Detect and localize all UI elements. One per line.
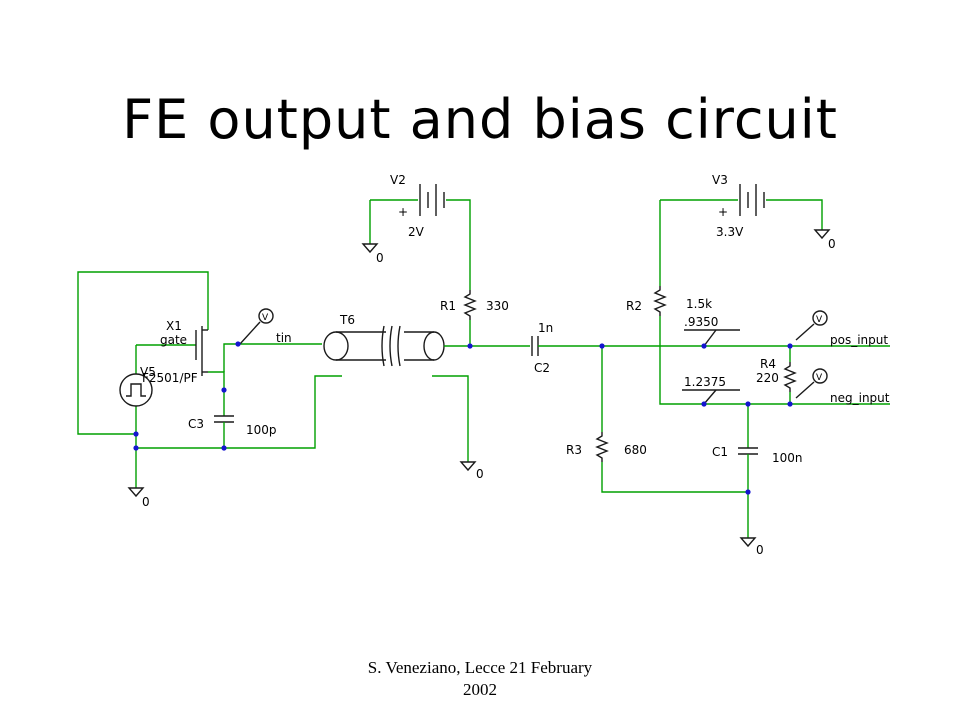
junction-node (701, 343, 707, 349)
r3-label: R3 (566, 443, 582, 457)
transistor-x1: X1 gate F2501/PF (142, 319, 208, 385)
resistor-r4: R4 220 (756, 357, 797, 392)
junction-node (701, 401, 707, 407)
ground-symbol: 0 (127, 487, 150, 509)
junction-node (133, 431, 139, 437)
x1-model-label: F2501/PF (142, 371, 198, 385)
junction-node (787, 401, 793, 407)
junction-node (235, 341, 241, 347)
ground-label: 0 (476, 467, 484, 481)
voltage-probe-icon: V (795, 310, 828, 341)
junction-node (221, 387, 227, 393)
junction-node (599, 343, 605, 349)
v5-label: V5 (140, 365, 156, 379)
r1-value: 330 (486, 299, 509, 313)
ground-symbol: 0 (739, 537, 764, 557)
x1-gate-label: gate (160, 333, 187, 347)
v3-value: 3.3V (716, 225, 744, 239)
c3-label: C3 (188, 417, 204, 431)
capacitor-c1: C1 100n (712, 445, 803, 465)
resistor-r2: R2 1.5k (626, 286, 712, 316)
r1-label: R1 (440, 299, 456, 313)
source-v2: V2 + 2V (370, 173, 471, 290)
r4-label: R4 (760, 357, 776, 371)
junction-node (745, 489, 751, 495)
r2-label: R2 (626, 299, 642, 313)
junction-node (787, 343, 793, 349)
v2-plus: + (398, 205, 408, 219)
footer-line: 2002 (463, 680, 497, 699)
resistor-r3: R3 680 (566, 432, 647, 462)
net-label-tin: tin (276, 331, 292, 345)
capacitor-c2: 1n C2 (531, 321, 553, 375)
ground-label: 0 (376, 251, 384, 265)
v2-label: V2 (390, 173, 406, 187)
v2-value: 2V (408, 225, 425, 239)
r2-value: 1.5k (686, 297, 712, 311)
slide-footer: S. Veneziano, Lecce 21 February 2002 (340, 657, 620, 701)
probe-value-neg: 1.2375 (684, 375, 726, 389)
voltage-probe-icon: V (795, 368, 828, 399)
resistor-r1: R1 330 (440, 290, 509, 346)
c1-value: 100n (772, 451, 803, 465)
t6-label: T6 (339, 313, 355, 327)
x1-label: X1 (166, 319, 182, 333)
ground-symbol: 0 (459, 461, 484, 481)
v3-label: V3 (712, 173, 728, 187)
r4-value: 220 (756, 371, 779, 385)
capacitor-c3: C3 100p (188, 415, 277, 437)
ground-symbol: 0 (361, 243, 384, 265)
c3-value: 100p (246, 423, 277, 437)
source-v3: V3 + 3.3V (660, 173, 823, 239)
ground-symbol: 0 (813, 229, 836, 251)
source-v5: V5 (119, 365, 156, 407)
junction-node (221, 445, 227, 451)
probe-letter: V (816, 315, 823, 325)
ground-label: 0 (142, 495, 150, 509)
r3-value: 680 (624, 443, 647, 457)
transmission-line-t6: T6 (323, 313, 445, 367)
junction-node (745, 401, 751, 407)
voltage-probe-icon: V (239, 308, 274, 345)
probe-value-pos: .9350 (684, 315, 718, 329)
c2-value: 1n (538, 321, 553, 335)
net-label-neg-input: neg_input (830, 391, 890, 405)
net-label-pos-input: pos_input (830, 333, 888, 347)
ground-label: 0 (756, 543, 764, 557)
ground-label: 0 (828, 237, 836, 251)
probe-letter: V (816, 373, 823, 383)
junction-nodes (133, 341, 793, 495)
probe-letter: V (262, 313, 269, 323)
v3-plus: + (718, 205, 728, 219)
c2-label: C2 (534, 361, 550, 375)
c1-label: C1 (712, 445, 728, 459)
junction-node (467, 343, 473, 349)
junction-node (133, 445, 139, 451)
footer-line: S. Veneziano, Lecce 21 February (367, 658, 593, 677)
slide-title: FE output and bias circuit (122, 88, 838, 151)
